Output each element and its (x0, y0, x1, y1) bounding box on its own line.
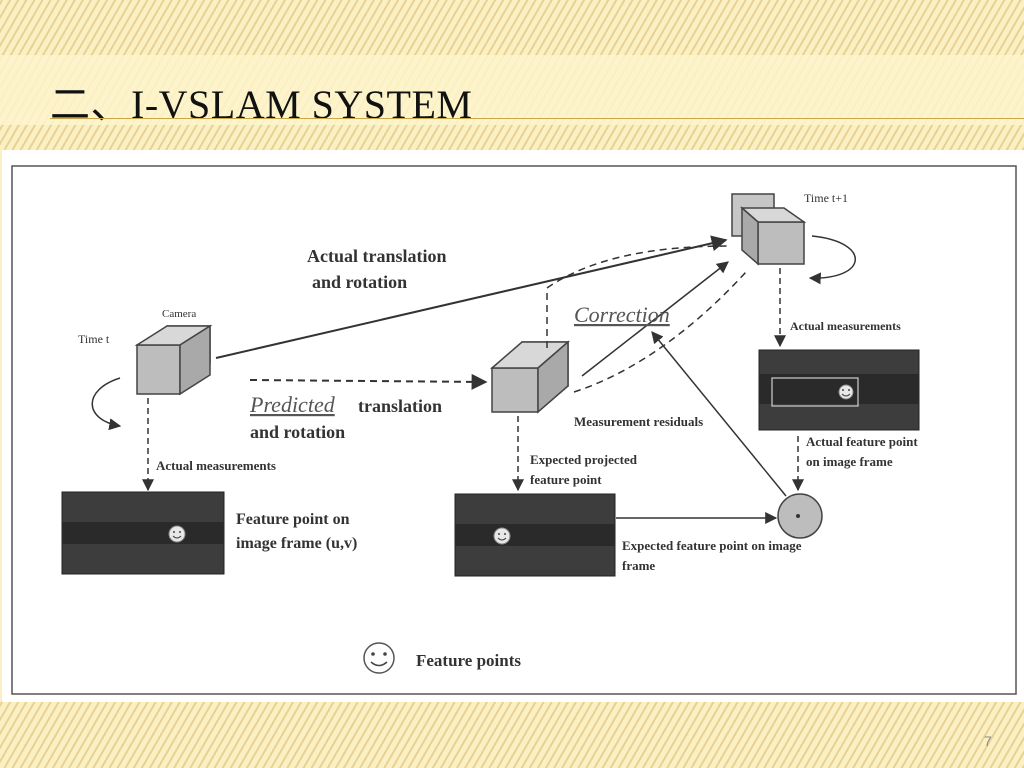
rotation-arrow-t1-icon (808, 235, 856, 285)
expected-projected-label-line1: Expected projected (530, 452, 638, 467)
legend-label: Feature points (416, 651, 521, 670)
actual-translation-arrow (215, 235, 728, 359)
actual-feature-label-line1: Actual feature point (806, 434, 918, 449)
actual-measurements-left-label: Actual measurements (156, 458, 276, 473)
camera-cube-icon (134, 324, 213, 396)
smiley-icon (168, 525, 186, 543)
residual-arrow (651, 331, 787, 497)
actual-translation-label-line1: Actual translation (307, 246, 447, 266)
slide-title: 二、I-VSLAM SYSTEM (50, 82, 473, 127)
i-vslam-diagram: Camera Time t Time t+1 Actual translatio… (11, 165, 1017, 695)
actual-translation-label-line2: and rotation (312, 272, 407, 292)
correction-arrow (581, 261, 729, 377)
figure-border (11, 165, 1017, 695)
bottom-decorative-band (0, 700, 1024, 768)
actual-feature-label-line2: on image frame (806, 454, 893, 469)
figure-panel: Camera Time t Time t+1 Actual translatio… (2, 150, 1024, 702)
legend-smiley-icon (363, 642, 395, 674)
predicted-camera-cube-icon (489, 340, 571, 414)
actual-measurements-right-label: Actual measurements (790, 319, 901, 333)
feature-point-label-line2: image frame (u,v) (236, 535, 357, 552)
camera-label: Camera (162, 308, 196, 320)
expected-projected-label-line2: feature point (530, 472, 602, 487)
expected-feature-label-line2: frame (622, 558, 655, 573)
title-background (0, 55, 1024, 125)
rotation-arrow-icon (91, 377, 122, 431)
title-underline (50, 118, 1024, 119)
smiley-icon (838, 384, 854, 400)
time-t-label: Time t (78, 332, 110, 346)
predicted-line2: and rotation (250, 422, 345, 442)
image-frame-t (61, 491, 225, 575)
correction-dashed-upper (546, 245, 731, 348)
predicted-rest: translation (358, 396, 442, 416)
feature-point-label-line1: Feature point on (236, 511, 350, 528)
predicted-word: Predicted (249, 392, 336, 417)
image-frame-expected (454, 493, 616, 577)
image-frame-t1 (758, 349, 920, 431)
measurement-residuals-label: Measurement residuals (574, 414, 703, 429)
correction-label: Correction (574, 302, 670, 327)
page-number: 7 (984, 733, 992, 749)
predicted-translation-arrow (249, 373, 488, 390)
time-t1-label: Time t+1 (804, 191, 848, 205)
expected-feature-label-line1: Expected feature point on image (622, 538, 802, 553)
smiley-icon (493, 527, 511, 545)
camera-t1-cube-icon (731, 193, 807, 266)
correction-dashed-lower (573, 271, 747, 393)
